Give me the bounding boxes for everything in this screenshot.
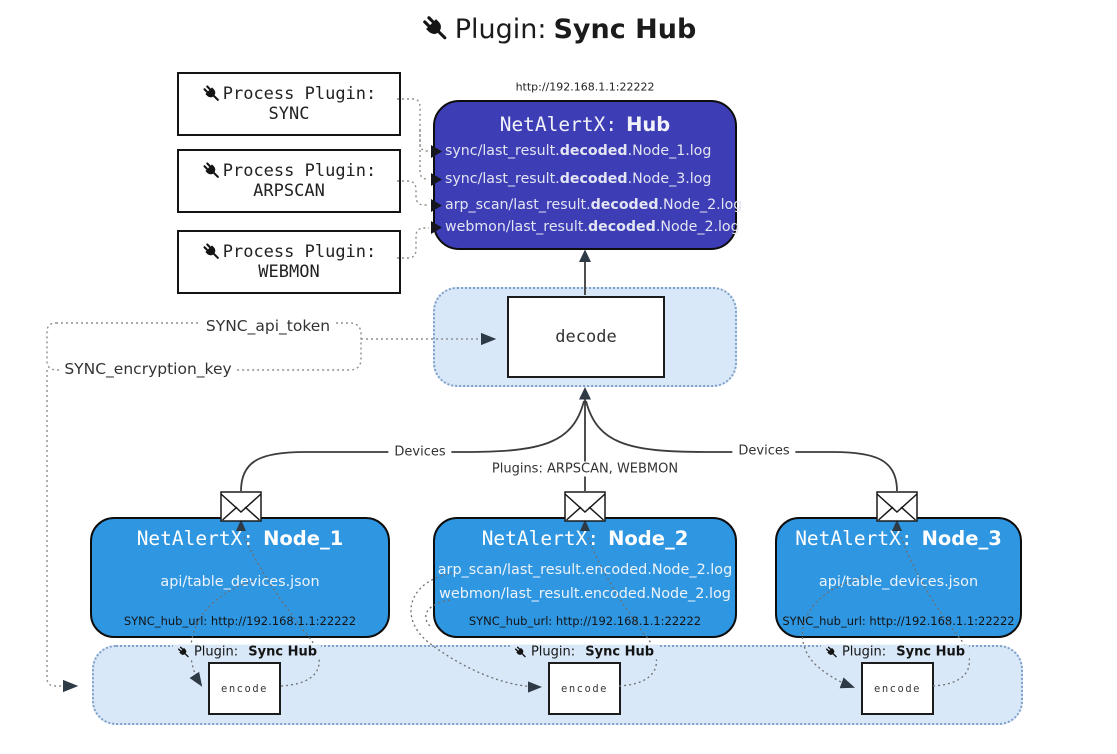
node-box-node-1: NetAlertX:Node_1 api/table_devices.json … (90, 517, 390, 638)
config-api-token-label: SYNC_api_token (200, 317, 336, 335)
process-plugin-label: Process Plugin: (222, 84, 377, 104)
edge-label-devices-left: Devices (388, 444, 452, 460)
node-line: api/table_devices.json (818, 574, 979, 590)
plug-icon (202, 161, 222, 181)
plugin-to-hub-connectors (397, 98, 429, 259)
node-box-node-2: NetAlertX:Node_2 arp_scan/last_result.en… (433, 517, 737, 638)
hub-log-line: sync/last_result.decoded.Node_1.log (445, 143, 712, 159)
hub-box: NetAlertX:Hub sync/last_result.decoded.N… (433, 100, 743, 250)
process-plugin-label: Process Plugin: (222, 242, 377, 262)
plug-icon (825, 645, 839, 659)
process-plugin-box-arpscan: Process Plugin: ARPSCAN (177, 149, 401, 213)
plug-icon (202, 242, 222, 262)
process-plugin-label: Process Plugin: (222, 161, 377, 181)
hub-log-line: sync/last_result.decoded.Node_3.log (445, 171, 712, 187)
encode-box: encode (208, 662, 281, 715)
node-title: NetAlertX:Node_2 (481, 527, 689, 550)
node-line: webmon/last_result.encoded.Node_2.log (439, 586, 731, 602)
node-line: api/table_devices.json (160, 574, 320, 590)
node-title: NetAlertX:Node_3 (795, 527, 1002, 550)
hub-url: http://192.168.1.1:22222 (515, 80, 655, 94)
node-line: arp_scan/last_result.encoded.Node_2.log (437, 562, 733, 578)
plug-icon (202, 84, 222, 104)
edge-label-devices-right: Devices (732, 443, 796, 459)
process-plugin-name: ARPSCAN (253, 181, 325, 201)
page-title: Plugin:Sync Hub (0, 14, 1117, 45)
decode-box: decode (507, 296, 665, 378)
node-box-node-3: NetAlertX:Node_3 api/table_devices.json … (775, 517, 1022, 638)
process-plugin-name: SYNC (268, 104, 310, 124)
encode-unit-label: Plugin: Sync Hub (820, 644, 970, 660)
plug-icon (514, 645, 528, 659)
node-title: NetAlertX:Node_1 (136, 527, 344, 550)
title-prefix: Plugin: (454, 14, 547, 45)
process-plugin-box-sync: Process Plugin: SYNC (177, 72, 401, 136)
hub-log-line: arp_scan/last_result.decoded.Node_2.log (445, 197, 743, 213)
process-plugin-name: WEBMON (258, 262, 320, 282)
node-footer: SYNC_hub_url: http://192.168.1.1:22222 (468, 614, 702, 628)
hub-title: NetAlertX:Hub (499, 113, 671, 136)
edge-label-plugins-mid: Plugins: ARPSCAN, WEBMON (485, 461, 685, 477)
process-plugin-box-webmon: Process Plugin: WEBMON (177, 230, 401, 294)
encode-box: encode (861, 662, 934, 715)
encode-unit-label: Plugin: Sync Hub (509, 644, 659, 660)
plug-icon (421, 14, 451, 44)
config-encryption-key-label: SYNC_encryption_key (59, 360, 237, 378)
hub-log-line: webmon/last_result.decoded.Node_2.log (445, 219, 740, 235)
plug-icon (177, 645, 191, 659)
node-footer: SYNC_hub_url: http://192.168.1.1:22222 (782, 614, 1015, 628)
encode-unit-label: Plugin: Sync Hub (172, 644, 322, 660)
node-footer: SYNC_hub_url: http://192.168.1.1:22222 (123, 614, 357, 628)
encode-box: encode (548, 662, 621, 715)
title-bold: Sync Hub (553, 14, 697, 45)
